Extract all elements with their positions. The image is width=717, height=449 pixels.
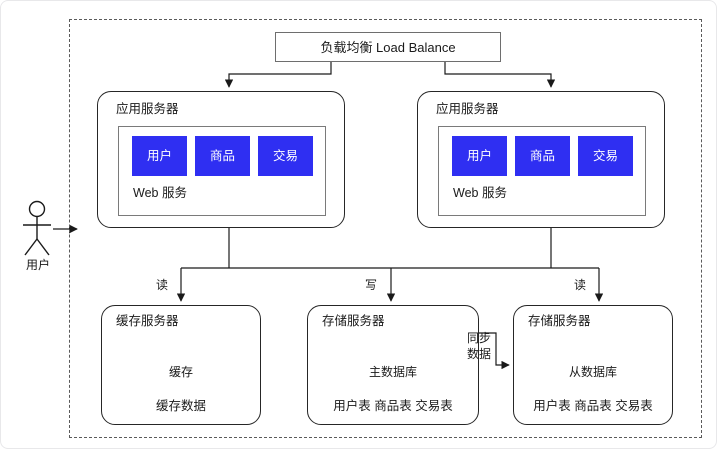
system-boundary xyxy=(69,19,702,438)
service-chip-product-right[interactable]: 商品 xyxy=(515,136,570,176)
app-server-left[interactable]: 应用服务器 用户 商品 交易 Web 服务 xyxy=(97,91,345,228)
app-server-left-title: 应用服务器 xyxy=(116,102,179,116)
cache-server-title: 缓存服务器 xyxy=(116,314,179,328)
service-chip-product-left[interactable]: 商品 xyxy=(195,136,250,176)
app-server-right-web-panel: 用户 商品 交易 Web 服务 xyxy=(438,126,646,216)
app-server-right-title: 应用服务器 xyxy=(436,102,499,116)
master-to-slave-sync-connector xyxy=(479,332,510,370)
cache-server-footer: 缓存数据 xyxy=(155,398,206,413)
appserver-to-bus-connector xyxy=(176,228,604,302)
app-server-left-service-row: 用户 商品 交易 xyxy=(132,136,313,176)
storage-server-slave-title: 存储服务器 xyxy=(528,314,591,328)
service-chip-trade-left[interactable]: 交易 xyxy=(258,136,313,176)
app-server-right-web-label: Web 服务 xyxy=(453,186,507,200)
edge-label-sync-line1: 同步 xyxy=(467,331,492,345)
edge-label-read-right: 读 xyxy=(574,278,587,292)
storage-server-master-box[interactable]: 存储服务器 主数据库 用户表 商品表 交易表 xyxy=(307,305,479,425)
load-balancer-box[interactable]: 负载均衡 Load Balance xyxy=(275,32,501,62)
storage-server-master-footer: 用户表 商品表 交易表 xyxy=(333,398,453,413)
app-server-right-service-row: 用户 商品 交易 xyxy=(452,136,633,176)
master-db-cylinder-label: 主数据库 xyxy=(368,365,417,379)
lb-to-appservers-connector xyxy=(224,62,556,88)
app-server-left-web-panel: 用户 商品 交易 Web 服务 xyxy=(118,126,326,216)
service-chip-user-right[interactable]: 用户 xyxy=(452,136,507,176)
actor-icon xyxy=(23,200,51,256)
service-chip-trade-right[interactable]: 交易 xyxy=(578,136,633,176)
app-server-left-web-label: Web 服务 xyxy=(133,186,187,200)
edge-label-sync-line2: 数据 xyxy=(467,347,492,361)
app-server-right[interactable]: 应用服务器 用户 商品 交易 Web 服务 xyxy=(417,91,665,228)
slave-db-cylinder-label: 从数据库 xyxy=(568,365,617,379)
service-chip-user-left[interactable]: 用户 xyxy=(132,136,187,176)
storage-server-slave-box[interactable]: 存储服务器 从数据库 用户表 商品表 交易表 xyxy=(513,305,673,425)
cache-cylinder-label: 缓存 xyxy=(168,365,193,379)
storage-server-master-title: 存储服务器 xyxy=(322,314,385,328)
actor-label: 用户 xyxy=(25,258,50,272)
storage-server-slave-footer: 用户表 商品表 交易表 xyxy=(533,398,653,413)
load-balancer-label: 负载均衡 Load Balance xyxy=(320,39,456,55)
edge-label-read-left: 读 xyxy=(156,278,169,292)
edge-label-write: 写 xyxy=(365,278,378,292)
cache-server-box[interactable]: 缓存服务器 缓存 缓存数据 xyxy=(101,305,261,425)
